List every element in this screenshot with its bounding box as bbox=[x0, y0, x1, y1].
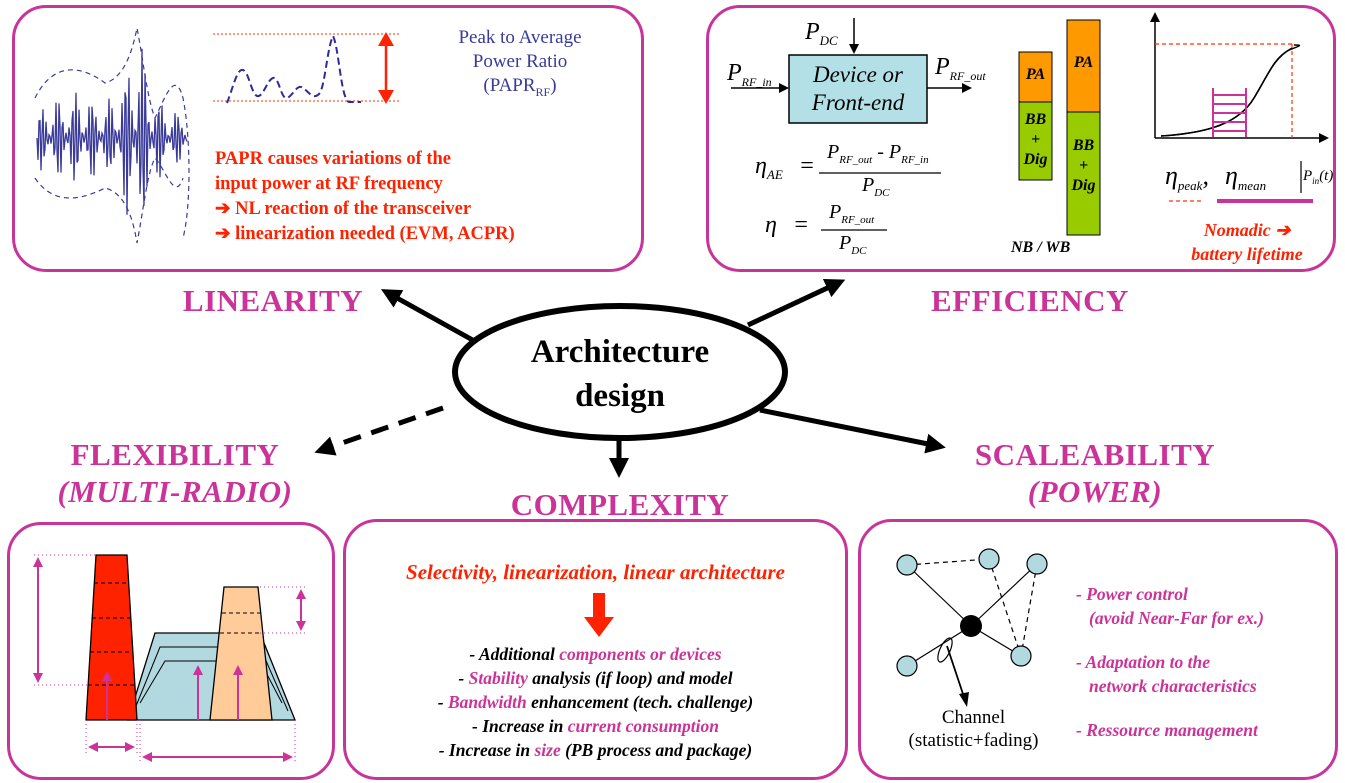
note-line-2: input power at RF frequency bbox=[215, 174, 443, 194]
efficiency-figure bbox=[731, 12, 1329, 236]
wb-pa-bar bbox=[1066, 19, 1101, 113]
complexity-heading: Selectivity, linearization, linear archi… bbox=[406, 560, 785, 584]
title-flexibility: FLEXIBILITY bbox=[70, 437, 280, 472]
arrow-linearity bbox=[381, 289, 480, 346]
channel-label: Channel (statistic+fading) bbox=[908, 707, 1039, 751]
complexity-item: - Increase in current consumption bbox=[472, 716, 719, 736]
flexibility-panel bbox=[7, 522, 335, 780]
eta-ae-formula: ηAE = bbox=[755, 153, 815, 182]
multi-radio-spectrum-figure bbox=[33, 554, 306, 762]
eta-formula: η = bbox=[765, 212, 810, 238]
title-linearity: LINEARITY bbox=[182, 283, 364, 318]
linearity-panel: Peak to Average Power Ratio (PAPRRF) PAP… bbox=[12, 5, 644, 272]
complexity-item: - Stability analysis (if loop) and model bbox=[458, 668, 733, 688]
title-multi-radio: (MULTI-RADIO) bbox=[57, 474, 293, 509]
scaleability-list: - Power control (avoid Near-Far for ex.)… bbox=[1076, 582, 1264, 742]
scale-item-3: - Ressource management bbox=[1076, 720, 1258, 740]
note-line-1: PAPR causes variations of the bbox=[215, 149, 452, 169]
center-label: Architecture design bbox=[530, 334, 710, 414]
arrow-efficiency bbox=[746, 279, 846, 328]
scale-item-2b: network characteristics bbox=[1089, 676, 1257, 696]
wb-bb-bar bbox=[1066, 111, 1101, 236]
title-complexity: COMPLEXITY bbox=[510, 487, 730, 522]
complexity-panel: Selectivity, linearization, linear archi… bbox=[343, 519, 848, 780]
scale-item-1b: (avoid Near-Far for ex.) bbox=[1089, 608, 1264, 628]
arrow-flexibility bbox=[314, 405, 444, 456]
network-graph-figure bbox=[896, 548, 1048, 707]
scale-item-2: - Adaptation to the bbox=[1076, 652, 1211, 672]
device-box-label: Device or Front-end bbox=[811, 62, 905, 115]
note-line-3: ➔ NL reaction of the transceiver bbox=[215, 199, 472, 219]
down-arrow-icon bbox=[584, 593, 614, 637]
complexity-item: - Additional components or devices bbox=[469, 644, 722, 664]
nb-bb-bar bbox=[1018, 101, 1053, 181]
scale-item-1: - Power control bbox=[1076, 584, 1188, 604]
arrow-scaleability bbox=[759, 407, 946, 454]
complexity-item: - Increase in size (PB process and packa… bbox=[438, 740, 753, 760]
title-power: (POWER) bbox=[1027, 474, 1163, 509]
nomadic-note: Nomadic ➔ battery lifetime bbox=[1191, 220, 1303, 264]
note-line-4: ➔ linearization needed (EVM, ACPR) bbox=[215, 224, 515, 244]
device-box bbox=[788, 54, 928, 124]
title-efficiency: EFFICIENCY bbox=[931, 283, 1129, 318]
papr-label: Peak to Average Power Ratio (PAPRRF) bbox=[458, 27, 582, 99]
complexity-item: - Bandwidth enhancement (tech. challenge… bbox=[437, 692, 754, 712]
architecture-ellipse bbox=[452, 303, 788, 441]
nb-wb-label: NB / WB bbox=[1011, 239, 1071, 256]
scaleability-panel: Channel (statistic+fading) - Power contr… bbox=[858, 519, 1338, 780]
linearity-notes: PAPR causes variations of the input powe… bbox=[215, 147, 515, 247]
papr-waveform-figure bbox=[34, 27, 400, 244]
efficiency-panel: PDC PRF_in PRF_out Device or Front-end η… bbox=[706, 5, 1336, 272]
complexity-list: - Additional components or devices - Sta… bbox=[346, 642, 845, 762]
title-scaleability: SCALEABILITY bbox=[974, 437, 1216, 472]
